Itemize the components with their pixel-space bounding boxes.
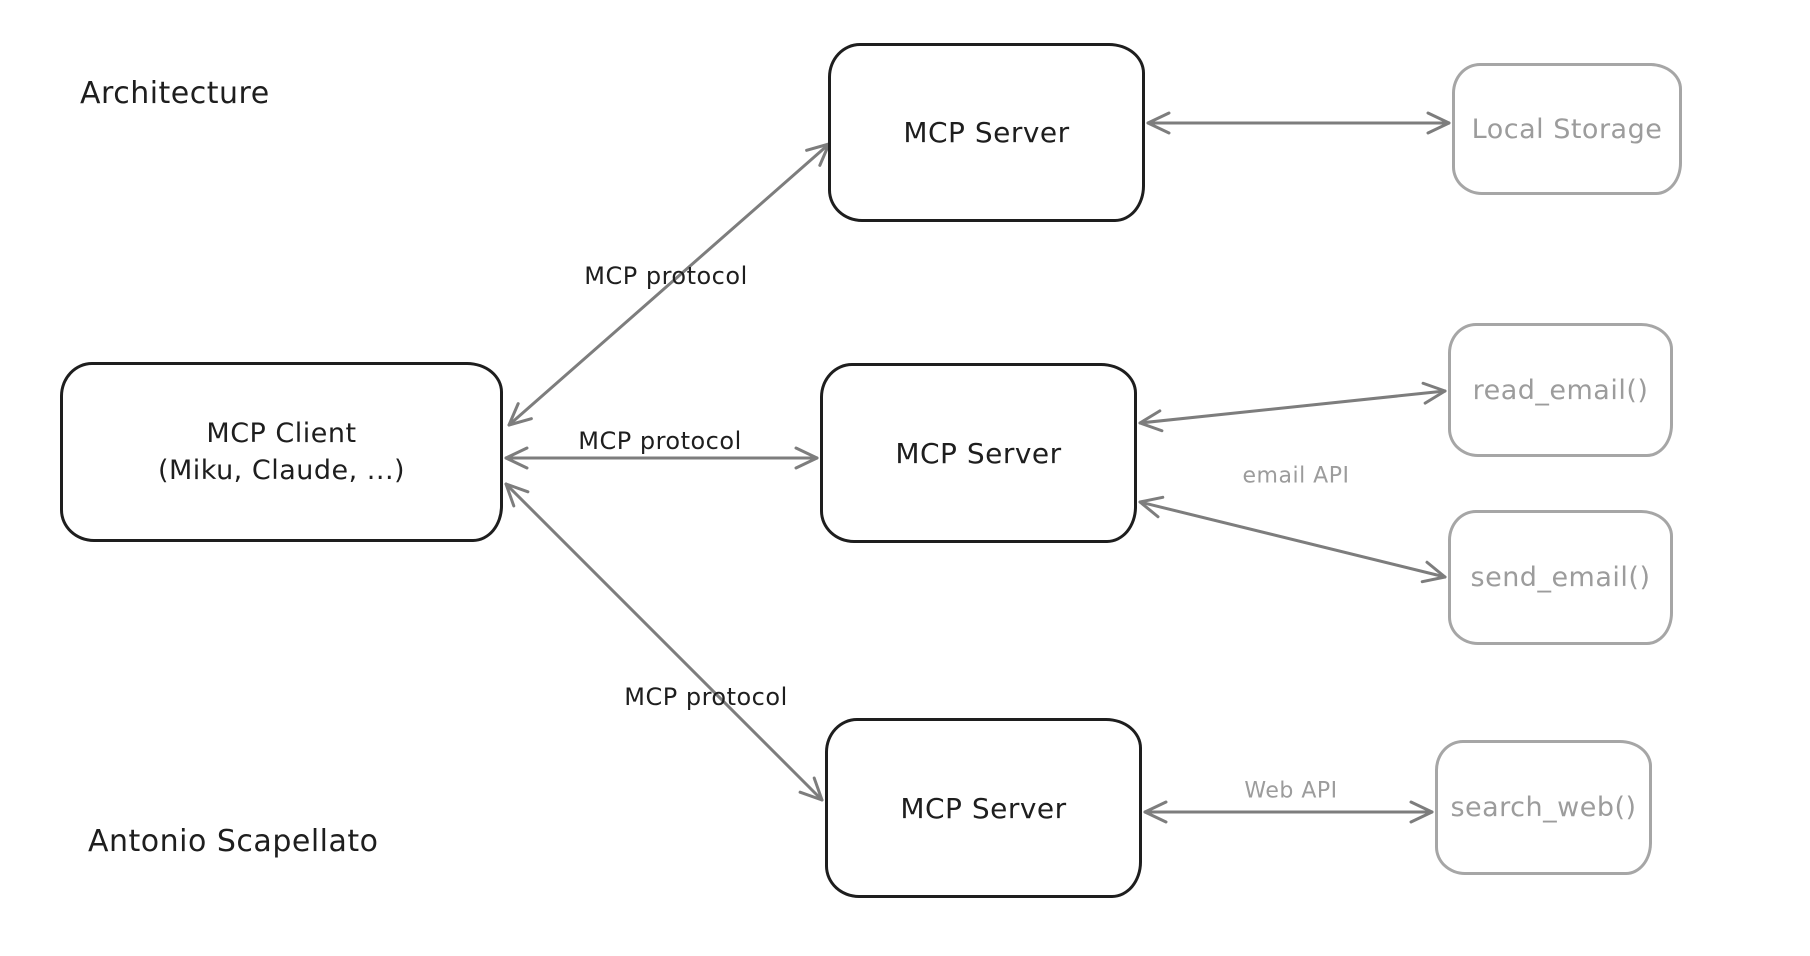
node-mcp-server-bottom-label: MCP Server [900,791,1067,825]
node-local-storage: Local Storage [1452,63,1682,195]
node-mcp-server-top: MCP Server [828,43,1145,222]
arrow-server-mid-read-email [1138,381,1447,433]
edge-label-web-api: Web API [1244,778,1338,804]
diagram-title: Architecture [80,76,270,111]
node-mcp-server-top-label: MCP Server [903,116,1070,149]
edge-label-mcp-protocol-mid: MCP protocol [578,427,742,455]
node-mcp-client-title: MCP Client [206,418,357,449]
arrow-client-server-bottom [504,482,824,802]
node-send-email-label: send_email() [1470,562,1651,593]
node-read-email-label: read_email() [1472,374,1649,406]
edge-label-email-api: email API [1242,463,1350,489]
arrow-server-mid-send-email [1138,495,1447,584]
node-mcp-server-bottom: MCP Server [825,718,1142,898]
node-send-email: send_email() [1448,510,1673,645]
node-read-email: read_email() [1448,323,1673,457]
node-search-web-label: search_web() [1450,792,1637,823]
node-mcp-server-mid: MCP Server [820,363,1137,543]
author-credit: Antonio Scapellato [88,824,379,859]
node-local-storage-label: Local Storage [1471,113,1663,145]
node-mcp-client-subtitle: (Miku, Claude, ...) [157,455,406,486]
node-search-web: search_web() [1435,740,1652,875]
edge-label-mcp-protocol-top: MCP protocol [584,262,748,290]
node-mcp-server-mid-label: MCP Server [895,436,1062,470]
edge-label-mcp-protocol-bottom: MCP protocol [624,683,788,711]
node-mcp-client: MCP Client (Miku, Claude, ...) [60,362,503,542]
